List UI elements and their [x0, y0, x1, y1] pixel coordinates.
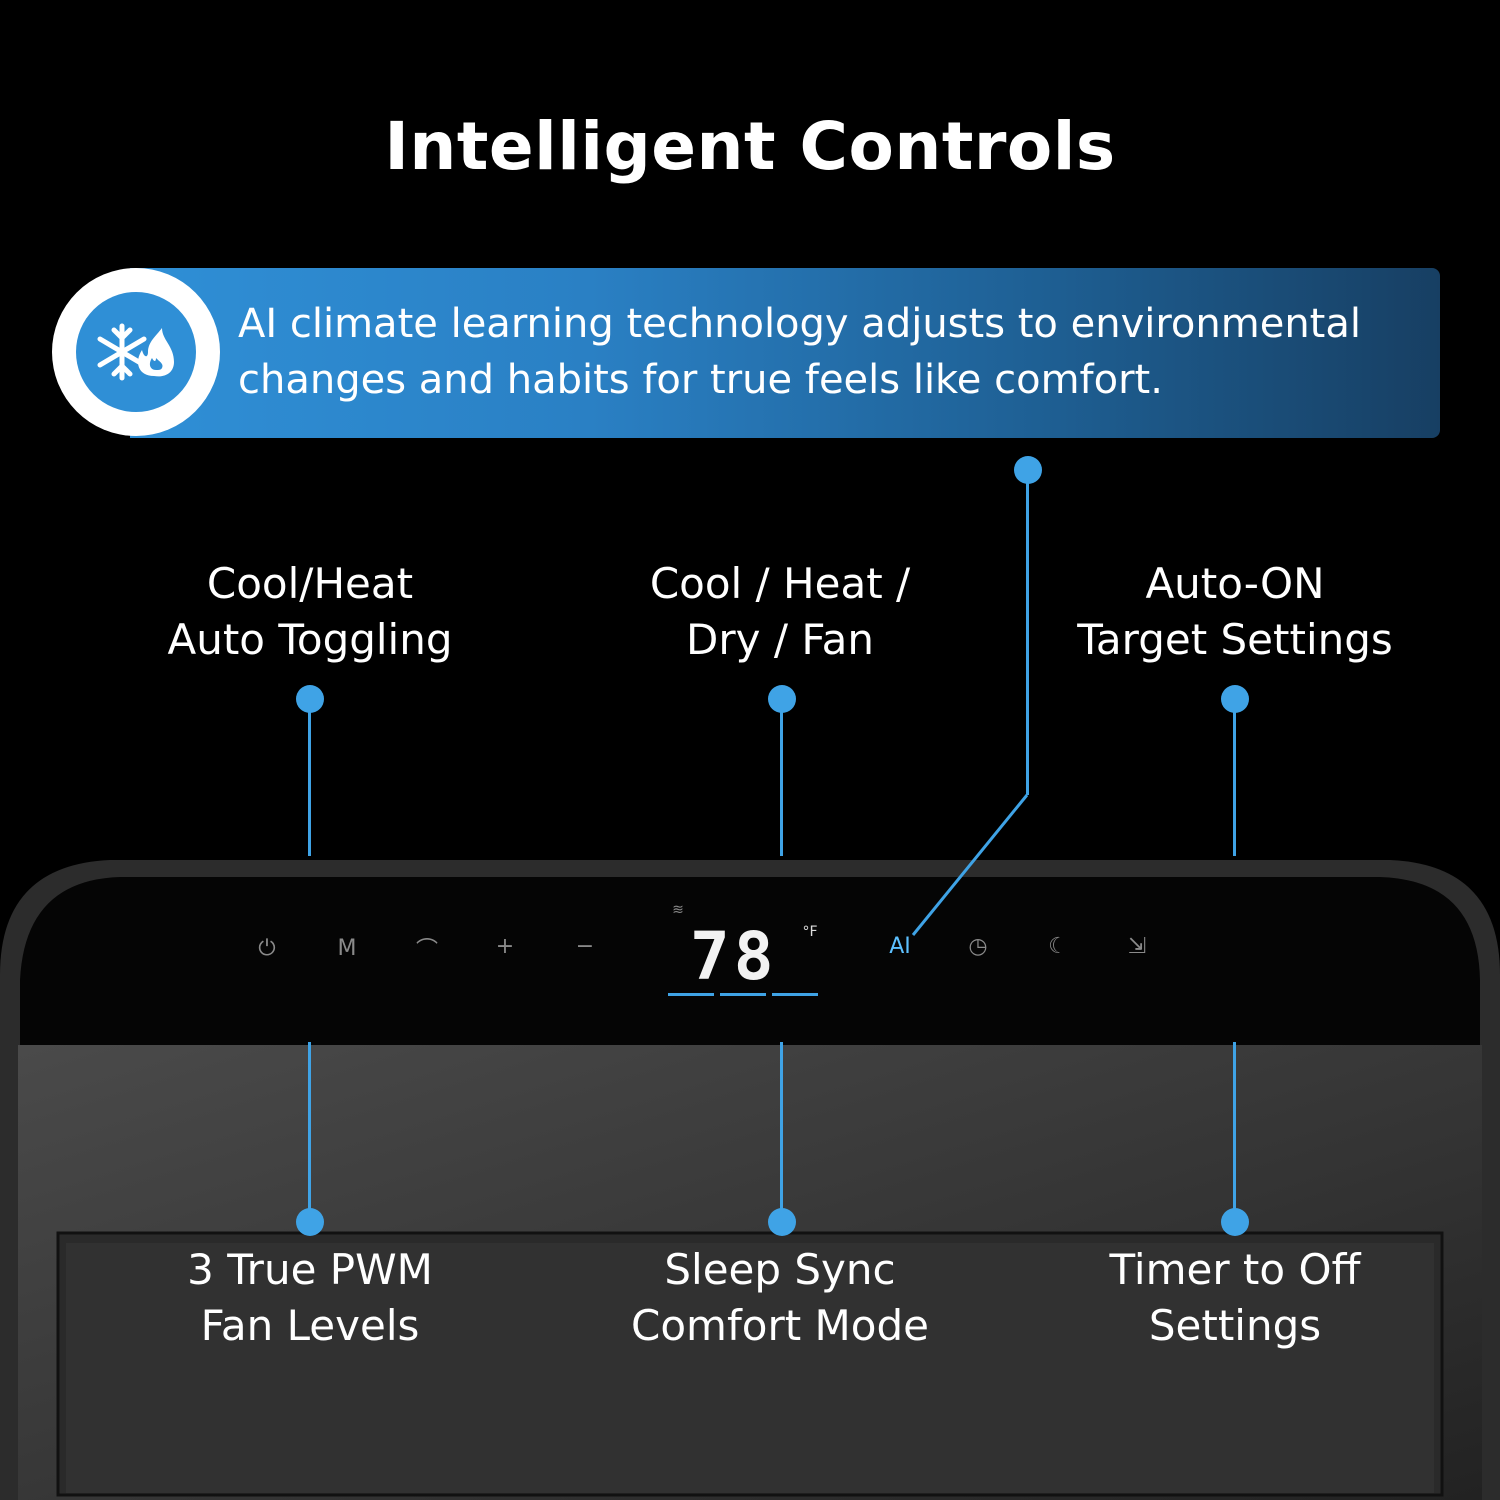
mode-icon[interactable]: M [337, 936, 357, 961]
label-line: Auto Toggling [167, 615, 453, 664]
label-line: Comfort Mode [631, 1301, 929, 1350]
label-fan-levels: 3 True PWM Fan Levels [110, 1242, 510, 1354]
connector-line [780, 699, 783, 856]
connector-line [308, 1042, 311, 1222]
sleep-icon[interactable]: ☾ [1048, 934, 1068, 959]
connector-line [1233, 1042, 1236, 1222]
label-line: Sleep Sync [664, 1245, 896, 1294]
air-conditioner-device [0, 860, 1500, 1500]
label-line: Timer to Off [1109, 1245, 1361, 1294]
label-line: Target Settings [1077, 615, 1393, 664]
connector-diagonal [911, 794, 1029, 936]
connector-dot [296, 1208, 324, 1236]
unit-label: °F [802, 924, 818, 940]
timer-icon[interactable]: ◷ [968, 934, 988, 959]
label-timer-off: Timer to Off Settings [1035, 1242, 1435, 1354]
ai-badge [52, 268, 220, 436]
label-line: Cool / Heat / [649, 559, 911, 608]
minus-icon[interactable]: − [575, 934, 595, 959]
connector-dot [1221, 1208, 1249, 1236]
wifi-icon: ≋ [672, 902, 684, 918]
page-title: Intelligent Controls [384, 108, 1116, 185]
label-line: Cool/Heat [206, 559, 414, 608]
connector-line [308, 699, 311, 856]
connector-dot [768, 1208, 796, 1236]
label-auto-toggling: Cool/Heat Auto Toggling [110, 556, 510, 668]
label-modes: Cool / Heat / Dry / Fan [580, 556, 980, 668]
temperature-display: 78 [690, 918, 778, 995]
ai-button[interactable]: AI [889, 934, 911, 959]
plus-icon[interactable]: + [495, 934, 515, 959]
label-line: 3 True PWM [187, 1245, 433, 1294]
label-sleep-sync: Sleep Sync Comfort Mode [580, 1242, 980, 1354]
label-line: Fan Levels [200, 1301, 420, 1350]
banner-text: AI climate learning technology adjusts t… [238, 301, 1361, 403]
connector-line [1026, 470, 1029, 795]
power-icon[interactable]: ⏻ [258, 936, 276, 961]
fan-speed-icon[interactable]: ⌒ [415, 938, 438, 963]
connector-line [1233, 699, 1236, 856]
label-line: Settings [1148, 1301, 1322, 1350]
label-line: Dry / Fan [686, 615, 874, 664]
ai-banner [130, 268, 1440, 438]
label-auto-on: Auto-ON Target Settings [1035, 556, 1435, 668]
snowflake-flame-icon [76, 292, 196, 412]
connector-line [780, 1042, 783, 1222]
auto-on-icon[interactable]: ⇲ [1127, 934, 1147, 959]
label-line: Auto-ON [1145, 559, 1325, 608]
